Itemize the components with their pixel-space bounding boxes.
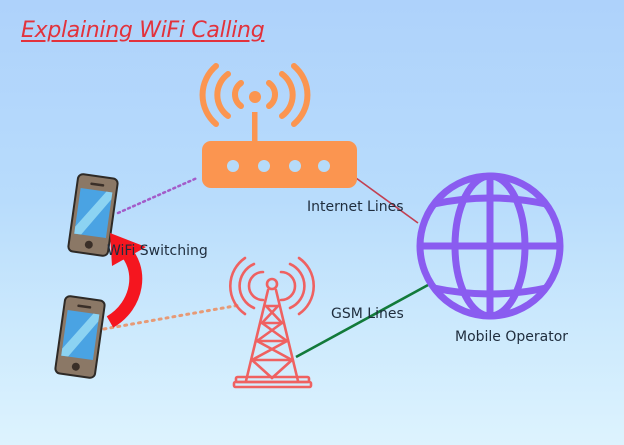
smartphone-icon [67,173,119,257]
smartphone-icon [54,295,106,379]
wifi-router-icon [199,63,357,188]
wifi-switching-label: WiFi Switching [107,243,208,259]
gsm-lines-label: GSM Lines [331,306,404,322]
mobile-operator-label: Mobile Operator [455,329,569,345]
curved-arrow-icon [106,233,146,328]
internet-lines-label: Internet Lines [307,199,404,215]
globe-icon [416,172,564,320]
wifi-dotted-line [116,176,199,215]
gsm-line [295,283,429,359]
gsm-dotted-line [102,303,242,331]
page-title: Explaining WiFi Calling [21,18,265,43]
internet-line [355,177,419,224]
cell-tower-icon [228,256,316,389]
